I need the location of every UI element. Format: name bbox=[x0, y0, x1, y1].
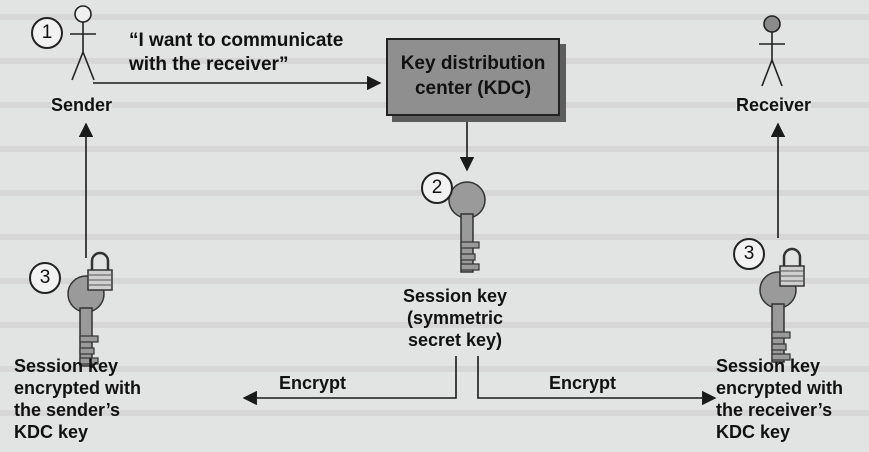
step-3-sender-badge: 3 bbox=[29, 262, 61, 294]
sender-padlock-icon bbox=[86, 251, 114, 292]
request-line-1: “I want to communicate bbox=[129, 30, 344, 51]
sender-encrypted-line-3: the sender’s bbox=[14, 400, 121, 420]
encrypt-left-label: Encrypt bbox=[279, 373, 347, 393]
background-texture bbox=[0, 234, 869, 240]
encrypt-left-arrow bbox=[242, 356, 457, 406]
kdc-line-1: Key distribution bbox=[400, 53, 546, 74]
background-texture bbox=[0, 146, 869, 152]
session-key-icon bbox=[448, 181, 486, 273]
receiver-encrypted-label: Session key encrypted with the receiver’… bbox=[716, 355, 843, 443]
receiver-person-icon bbox=[759, 15, 785, 87]
encrypt-right-arrow bbox=[477, 356, 717, 406]
background-texture bbox=[0, 366, 869, 372]
receiver-encrypted-line-2: encrypted with bbox=[716, 378, 844, 398]
background-texture bbox=[0, 14, 869, 20]
kdc-line-2: center (KDC) bbox=[414, 78, 532, 99]
session-key-label: Session key (symmetric secret key) bbox=[403, 285, 507, 351]
encrypt-right-label: Encrypt bbox=[549, 373, 617, 393]
background-texture bbox=[0, 278, 869, 284]
request-line-2: with the receiver” bbox=[129, 54, 289, 75]
sender-encrypted-line-1: Session key bbox=[14, 356, 119, 376]
background-texture bbox=[0, 322, 869, 328]
sender-encrypted-line-4: KDC key bbox=[14, 422, 89, 442]
sender-person-icon bbox=[70, 5, 96, 81]
receiver-encrypted-line-4: KDC key bbox=[716, 422, 791, 442]
sender-label: Sender bbox=[51, 94, 113, 116]
background-texture bbox=[0, 410, 869, 416]
receiver-encrypted-line-3: the receiver’s bbox=[716, 400, 833, 420]
request-quote: “I want to communicate with the receiver… bbox=[129, 29, 343, 77]
sender-encrypted-label: Session key encrypted with the sender’s … bbox=[14, 355, 141, 443]
sender-encrypted-line-2: encrypted with bbox=[14, 378, 142, 398]
session-key-line-2: (symmetric bbox=[407, 308, 504, 328]
session-key-line-3: secret key) bbox=[407, 330, 503, 350]
receiver-label: Receiver bbox=[736, 94, 812, 116]
kdc-box: Key distribution center (KDC) bbox=[386, 38, 560, 116]
step-1-badge: 1 bbox=[31, 17, 63, 49]
receiver-encrypted-line-1: Session key bbox=[716, 356, 821, 376]
session-key-line-1: Session key bbox=[403, 286, 508, 306]
step-3-receiver-badge: 3 bbox=[733, 238, 765, 270]
step-2-badge: 2 bbox=[421, 172, 453, 204]
receiver-padlock-icon bbox=[778, 247, 806, 288]
